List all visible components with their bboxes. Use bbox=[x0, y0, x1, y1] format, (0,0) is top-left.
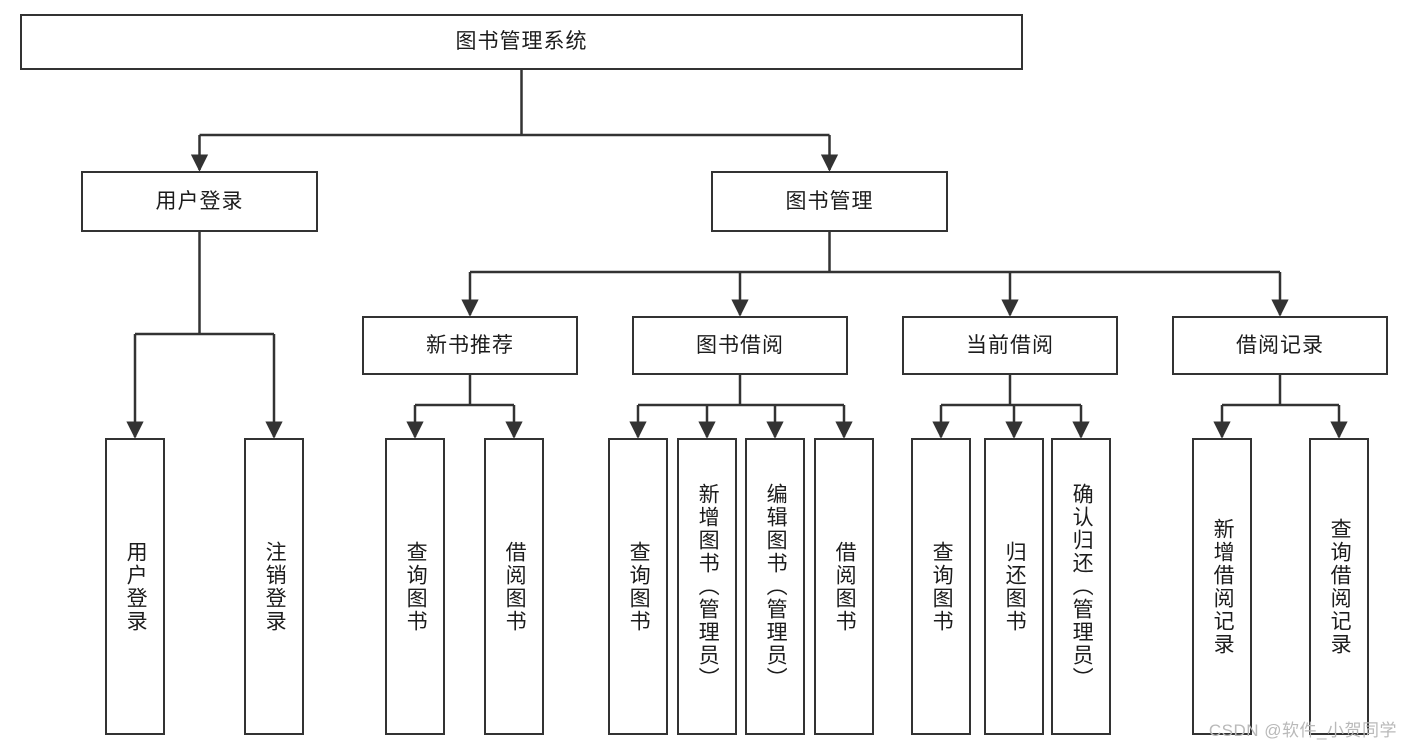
node-leaf-confirm-return[interactable]: 确认归还（管理员） bbox=[1051, 438, 1111, 735]
node-leaf-edit-book[interactable]: 编辑图书（管理员） bbox=[745, 438, 805, 735]
node-label: 查询借阅记录 bbox=[1328, 517, 1352, 656]
node-leaf-query-book-1[interactable]: 查询图书 bbox=[385, 438, 445, 735]
watermark: CSDN @软件_小贺同学 bbox=[1208, 721, 1397, 740]
node-label: 编辑图书（管理员） bbox=[764, 483, 788, 690]
node-leaf-query-record[interactable]: 查询借阅记录 bbox=[1309, 438, 1369, 735]
node-book-borrow[interactable]: 图书借阅 bbox=[632, 316, 848, 375]
node-leaf-borrow-book-2[interactable]: 借阅图书 bbox=[814, 438, 874, 735]
node-label: 借阅图书 bbox=[833, 540, 857, 633]
node-label: 新增图书（管理员） bbox=[696, 483, 720, 690]
node-label: 查询图书 bbox=[627, 540, 651, 633]
node-label: 用户登录 bbox=[155, 189, 244, 213]
node-label: 图书借阅 bbox=[696, 333, 784, 357]
node-leaf-user-login[interactable]: 用户登录 bbox=[105, 438, 165, 735]
node-book-manage[interactable]: 图书管理 bbox=[711, 171, 948, 232]
node-leaf-return-book[interactable]: 归还图书 bbox=[984, 438, 1044, 735]
node-label: 确认归还（管理员） bbox=[1070, 483, 1094, 690]
node-label: 图书管理 bbox=[785, 189, 874, 213]
node-label: 用户登录 bbox=[124, 540, 148, 633]
node-leaf-add-record[interactable]: 新增借阅记录 bbox=[1192, 438, 1252, 735]
node-label: 新书推荐 bbox=[426, 333, 514, 357]
node-leaf-borrow-book-1[interactable]: 借阅图书 bbox=[484, 438, 544, 735]
node-user-login[interactable]: 用户登录 bbox=[81, 171, 318, 232]
node-label: 借阅记录 bbox=[1236, 333, 1324, 357]
node-label: 图书管理系统 bbox=[455, 30, 588, 54]
node-borrow-record[interactable]: 借阅记录 bbox=[1172, 316, 1388, 375]
node-label: 新增借阅记录 bbox=[1211, 517, 1235, 656]
node-label: 注销登录 bbox=[263, 540, 287, 633]
node-root[interactable]: 图书管理系统 bbox=[20, 14, 1023, 70]
node-label: 借阅图书 bbox=[503, 540, 527, 633]
node-leaf-add-book[interactable]: 新增图书（管理员） bbox=[677, 438, 737, 735]
node-leaf-query-book-3[interactable]: 查询图书 bbox=[911, 438, 971, 735]
node-leaf-logout[interactable]: 注销登录 bbox=[244, 438, 304, 735]
node-label: 查询图书 bbox=[930, 540, 954, 633]
node-label: 查询图书 bbox=[404, 540, 428, 633]
node-new-book-rec[interactable]: 新书推荐 bbox=[362, 316, 578, 375]
node-label: 归还图书 bbox=[1003, 540, 1027, 633]
node-current-borrow[interactable]: 当前借阅 bbox=[902, 316, 1118, 375]
node-leaf-query-book-2[interactable]: 查询图书 bbox=[608, 438, 668, 735]
node-label: 当前借阅 bbox=[966, 333, 1054, 357]
